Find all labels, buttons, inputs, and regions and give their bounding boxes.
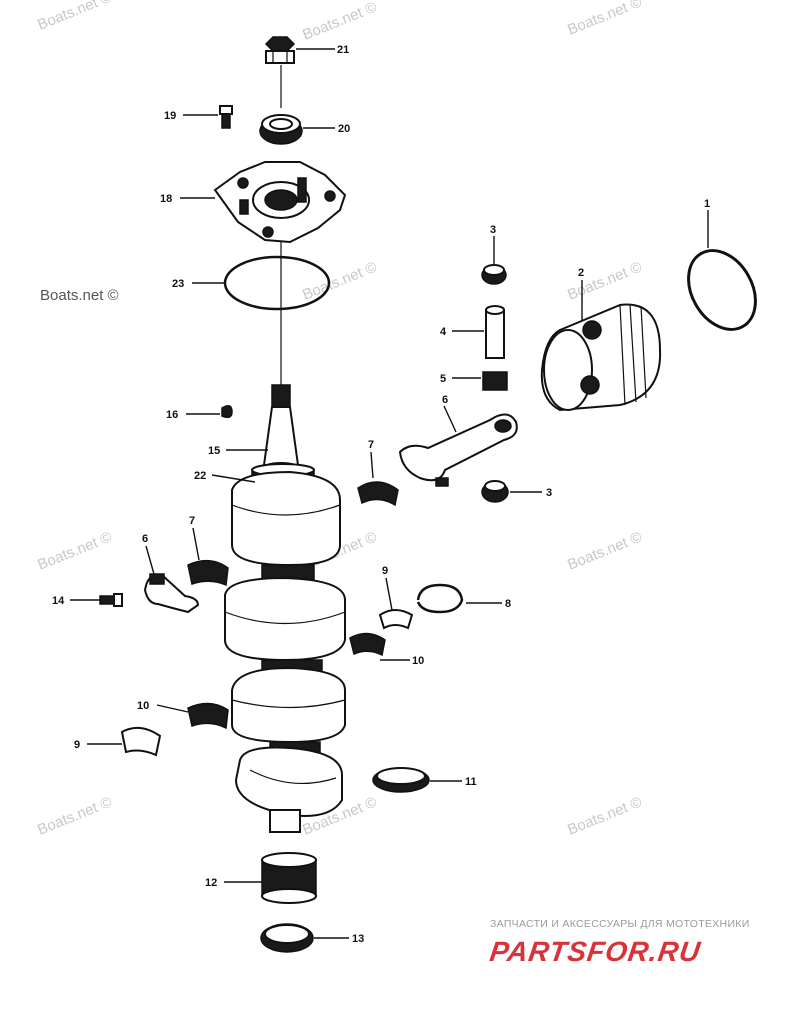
watermark: Boats.net © (565, 258, 644, 303)
part-8-retaining-ring (416, 583, 464, 614)
leader-lines (70, 48, 709, 939)
brand-tagline: ЗАПЧАСТИ И АКСЕССУАРЫ ДЛЯ МОТОТЕХНИКИ (490, 918, 750, 930)
part-7-bearing-half (357, 481, 399, 507)
part-16-key (221, 405, 233, 419)
callout-numbers: 21 20 19 18 23 16 15 22 1 2 3 4 5 6 7 3 … (52, 44, 710, 945)
part-19-bolt (219, 105, 233, 129)
part-6-rod-cap (143, 573, 200, 614)
callout-18: 18 (160, 193, 172, 205)
callout-19: 19 (164, 110, 176, 122)
callout-4: 4 (440, 326, 447, 338)
watermark: Boats.net © (35, 0, 114, 34)
part-5-needle-bearing (482, 371, 508, 391)
callout-11: 11 (465, 776, 477, 788)
callout-16: 16 (166, 409, 178, 421)
callout-13: 13 (352, 933, 364, 945)
callout-20: 20 (338, 123, 350, 135)
callout-14: 14 (52, 595, 65, 607)
callout-6: 6 (442, 394, 448, 406)
part-3-retainer-bottom (481, 480, 509, 503)
part-11-ring (372, 767, 430, 793)
watermark: Boats.net © (40, 287, 119, 304)
part-10-bearing-left (187, 702, 229, 730)
watermark: Boats.net © (300, 0, 379, 44)
part-12-needle-bearing (261, 852, 317, 904)
callout-2: 2 (578, 267, 584, 279)
part-6-connecting-rod (398, 413, 518, 487)
callout-10: 10 (412, 655, 424, 667)
part-13-seal (260, 923, 314, 953)
callout-6: 6 (142, 533, 148, 545)
part-14-screw (99, 593, 123, 607)
callout-7: 7 (189, 515, 195, 527)
watermark: Boats.net © (565, 528, 644, 573)
part-23-o-ring (223, 255, 331, 311)
part-2-piston (540, 303, 662, 412)
watermark: Boats.net © (565, 793, 644, 838)
part-1-piston-ring (687, 249, 757, 331)
callout-23: 23 (172, 278, 184, 290)
brand-logo[interactable]: PARTSFOR.RU (487, 936, 703, 967)
callout-21: 21 (337, 44, 349, 56)
part-9-race-right (378, 609, 414, 630)
part-9-race-left (120, 726, 162, 757)
part-10-bearing-right (349, 632, 386, 657)
part-20-seal (259, 114, 303, 145)
part-21-nut (264, 36, 296, 64)
watermark: Boats.net © (35, 528, 114, 573)
watermark: Boats.net © (300, 258, 379, 303)
watermark: Boats.net © (565, 0, 644, 39)
callout-8: 8 (505, 598, 511, 610)
callout-3: 3 (546, 487, 552, 499)
watermark: Boats.net © (35, 793, 114, 838)
part-15-crankshaft (224, 384, 346, 833)
callout-9: 9 (382, 565, 388, 577)
callout-22: 22 (194, 470, 206, 482)
callout-7: 7 (368, 439, 374, 451)
callout-5: 5 (440, 373, 446, 385)
callout-1: 1 (704, 198, 710, 210)
callout-15: 15 (208, 445, 220, 457)
part-4-piston-pin (485, 305, 505, 359)
callout-9: 9 (74, 739, 80, 751)
part-18-housing (213, 161, 347, 244)
part-7-bearing-half-left (187, 559, 229, 587)
callout-12: 12 (205, 877, 217, 889)
callout-3: 3 (490, 224, 496, 236)
callout-10: 10 (137, 700, 149, 712)
part-3-retainer-top (481, 264, 507, 285)
